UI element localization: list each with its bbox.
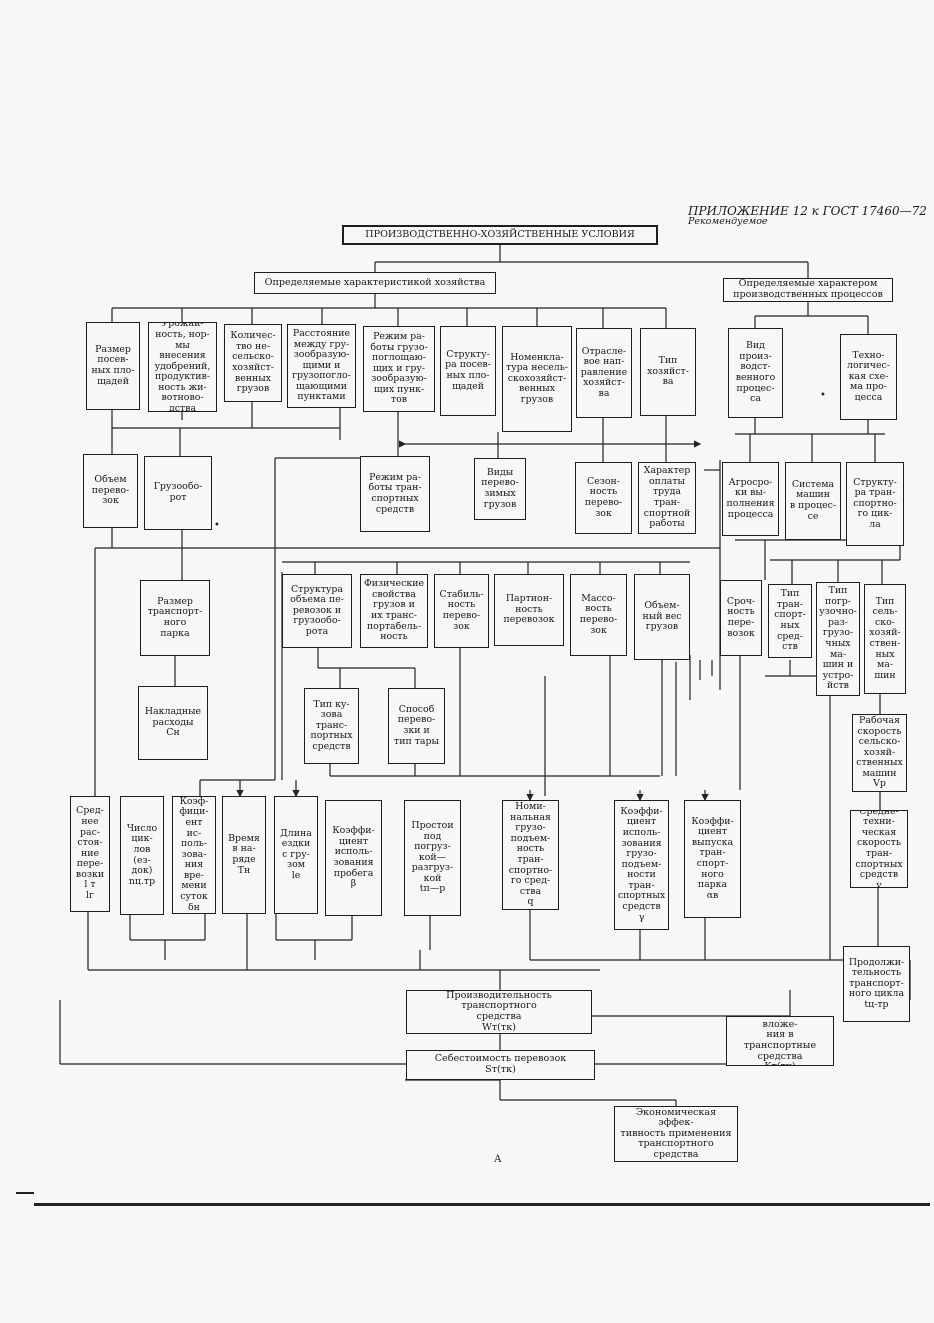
productivity-box: Производительность транспортного средств… xyxy=(406,990,592,1034)
row2-box-7: Система машин в процес- се xyxy=(785,462,841,540)
row1-box-10: Техно- логичес- кая схе- ма про- цесса xyxy=(840,334,897,420)
param-box-1: Число цик- лов (ез- док) nц.тр xyxy=(120,796,164,915)
row1-box-4: Режим ра- боты грузо- поглощаю- щих и гр… xyxy=(363,326,435,412)
row3-box-4: Массо- вость перево- зок xyxy=(570,574,627,656)
tech-speed-box: Средне- техни- ческая скорость тран- спо… xyxy=(850,810,908,888)
param-box-6: Простои под погруз- кой— разгруз- кой tп… xyxy=(404,800,461,916)
row3-box-1: Физические свойства грузов и их транс- п… xyxy=(360,574,428,648)
row1-box-9: Вид произ- водст- венного процес- са xyxy=(728,328,783,418)
param-box-7: Номи- нальная грузо- подъем- ность тран-… xyxy=(502,800,559,910)
cycle-duration-box: Продолжи- тельность транспорт- ного цикл… xyxy=(843,946,910,1022)
dot-marker: • xyxy=(820,390,826,401)
work-speed-box: Рабочая скорость сельско- хозяй- ственны… xyxy=(852,714,907,792)
param-box-2: Коэф- фици- ент ис- поль- зова- ния вре-… xyxy=(172,796,216,914)
row2-box-4: Сезон- ность перево- зок xyxy=(575,462,632,534)
overhead-box: Накладные расходы Cн xyxy=(138,686,208,760)
row1-box-0: Размер посев- ных пло- щадей xyxy=(86,322,140,410)
capital-investment-box: Капитальные вложе- ния в транспортные ср… xyxy=(726,1016,834,1066)
row2-box-8: Структу- ра тран- спортно- го цик- ла xyxy=(846,462,904,546)
appendix-title: ПРИЛОЖЕНИЕ 12 к ГОСТ 17460—72 xyxy=(688,204,927,218)
bottom-rule xyxy=(34,1203,930,1206)
param-box-5: Коэффи- циент исполь- зования пробега β xyxy=(325,800,382,916)
row2-box-2: Режим ра- боты тран- спортных средств xyxy=(360,456,430,532)
row1-box-2: Количес- тво не- сельско- хозяйст- венны… xyxy=(224,324,282,402)
row3-box-0: Структура объема пе- ревозок и грузообо-… xyxy=(282,574,352,648)
economic-efficiency-box: Экономическая эффек- тивность применения… xyxy=(614,1106,738,1162)
body-type-box: Тип ку- зова транс- портных средств xyxy=(304,688,359,764)
row2-box-5: Характер оплаты труда тран- спортной раб… xyxy=(638,462,696,534)
page-label: А xyxy=(494,1154,502,1165)
group-process-box: Определяемые характером производственных… xyxy=(723,278,893,302)
row1-box-3: Расстояние между гру- зообразую- щими и … xyxy=(287,324,356,408)
row1-box-6: Номенкла- тура несель- скохозяйст- венны… xyxy=(502,326,572,432)
row1-box-1: Урожай- ность, нор- мы внесения удобрени… xyxy=(148,322,217,412)
param-box-0: Сред- нее рас- стоя- ние пере- возки l т… xyxy=(70,796,110,912)
row3-box-5: Объем- ный вес грузов xyxy=(634,574,690,660)
param-box-8: Коэффи- циент исполь- зования грузо- под… xyxy=(614,800,669,930)
dot-marker: • xyxy=(214,520,220,531)
row2-box-3: Виды перево- зимых грузов xyxy=(474,458,526,520)
row3b-box-0: Сроч- ность пере- возок xyxy=(720,580,762,656)
row1-box-8: Тип хозяйст- ва xyxy=(640,328,696,416)
bottom-rule-short xyxy=(16,1192,34,1194)
row3b-box-1: Тип тран- спорт- ных сред- ств xyxy=(768,584,812,658)
park-size-box: Размер транспорт- ного парка xyxy=(140,580,210,656)
row2-box-1: Грузообо- рот xyxy=(144,456,212,530)
root-conditions-box: ПРОИЗВОДСТВЕННО-ХОЗЯЙСТВЕННЫЕ УСЛОВИЯ xyxy=(342,225,658,245)
row1-box-5: Структу- ра посев- ных пло- щадей xyxy=(440,326,496,416)
param-box-4: Длина ездки с гру- зом lе xyxy=(274,796,318,914)
row3-box-3: Партион- ность перевозок xyxy=(494,574,564,646)
row3b-box-2: Тип погр- узочно- раз- грузо- чных ма- ш… xyxy=(816,582,860,696)
transport-cost-box: Себестоимость перевозок Sт(тк) xyxy=(406,1050,595,1080)
transport-method-box: Способ перево- зки и тип тары xyxy=(388,688,445,764)
row2-box-0: Объем перево- зок xyxy=(83,454,138,528)
row3b-box-3: Тип сель- ско- хозяй- ствен- ных ма- шин xyxy=(864,584,906,694)
row1-box-7: Отрасле- вое нап- равление хозяйст- ва xyxy=(576,328,632,418)
row3-box-2: Стабиль- ность перево- зок xyxy=(434,574,489,648)
param-box-9: Коэффи- циент выпуска тран- спорт- ного … xyxy=(684,800,741,918)
appendix-note: Рекомендуемое xyxy=(688,216,768,227)
row2-box-6: Агросро- ки вы- полнения процесса xyxy=(722,462,779,536)
param-box-3: Время в на- ряде Tн xyxy=(222,796,266,914)
group-farm-box: Определяемые характеристикой хозяйства xyxy=(254,272,496,294)
